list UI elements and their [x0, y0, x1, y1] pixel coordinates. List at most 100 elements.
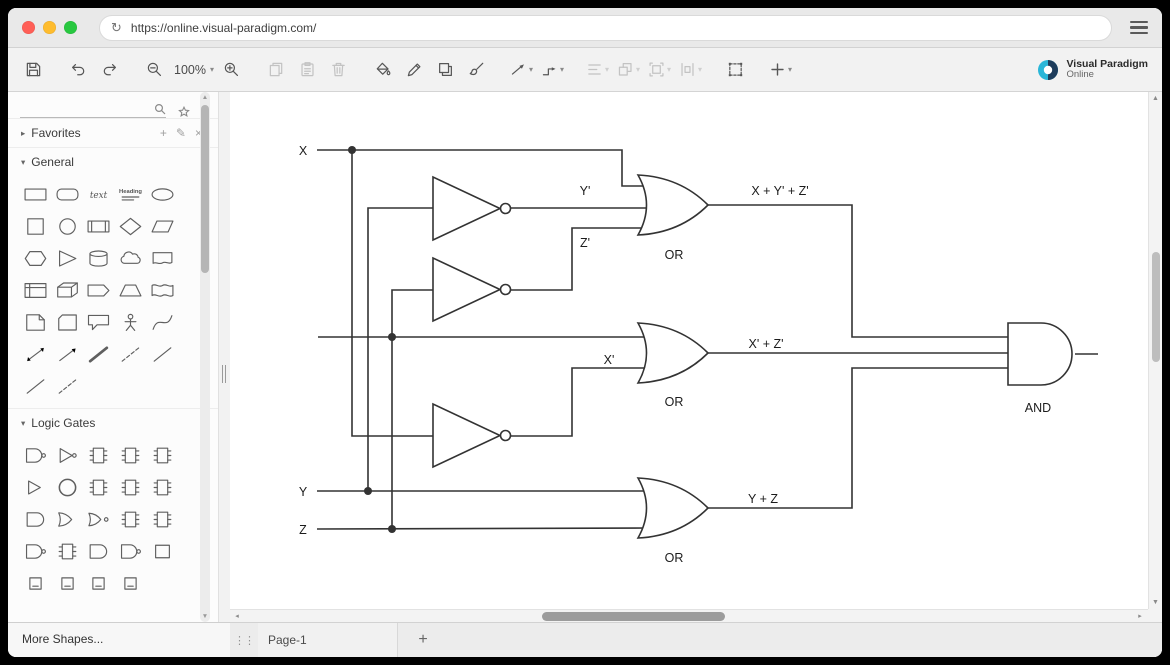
- menu-icon[interactable]: [1130, 20, 1148, 35]
- shape-ic-chip-8[interactable]: [147, 505, 177, 533]
- save-button[interactable]: [20, 56, 47, 83]
- shape-rounded-rectangle[interactable]: [52, 180, 82, 208]
- shape-ic-chip-9[interactable]: [52, 537, 82, 565]
- insert-shape-button[interactable]: ▾: [767, 56, 794, 83]
- shape-rectangle[interactable]: [21, 180, 51, 208]
- circuit-label[interactable]: X: [299, 144, 308, 158]
- line-style-button[interactable]: ▾: [508, 56, 535, 83]
- delete-button[interactable]: [325, 56, 352, 83]
- circuit-label[interactable]: OR: [665, 395, 684, 409]
- shape-ic-chip-1[interactable]: [84, 441, 114, 469]
- wire[interactable]: [317, 149, 650, 187]
- copy-button[interactable]: [263, 56, 290, 83]
- sidebar-resize-handle[interactable]: [222, 365, 226, 383]
- paste-button[interactable]: [294, 56, 321, 83]
- or-gate[interactable]: [636, 322, 710, 384]
- redo-button[interactable]: [96, 56, 123, 83]
- scroll-up-icon[interactable]: ▲: [201, 94, 209, 101]
- search-input[interactable]: [20, 100, 166, 118]
- reload-icon[interactable]: ↻: [111, 20, 122, 35]
- circuit-label[interactable]: AND: [1025, 401, 1051, 415]
- not-gate[interactable]: [432, 256, 502, 323]
- section-logic-gates[interactable]: ▾ Logic Gates: [8, 408, 218, 437]
- shape-nand-gate-3[interactable]: [116, 537, 146, 565]
- zoom-in-button[interactable]: [218, 56, 245, 83]
- circuit-label[interactable]: Z': [580, 236, 590, 250]
- zoom-out-button[interactable]: [141, 56, 168, 83]
- wire[interactable]: [351, 150, 433, 437]
- shape-box-3[interactable]: [84, 569, 114, 597]
- format-painter-button[interactable]: [463, 56, 490, 83]
- shape-line-alt[interactable]: [21, 372, 51, 400]
- shape-ic-chip-3[interactable]: [147, 441, 177, 469]
- shape-cylinder[interactable]: [84, 244, 114, 272]
- minimize-window-button[interactable]: [43, 21, 56, 34]
- shape-actor[interactable]: [116, 308, 146, 336]
- shape-nor-gate[interactable]: [84, 505, 114, 533]
- undo-button[interactable]: [65, 56, 92, 83]
- or-gate[interactable]: [636, 477, 710, 539]
- shape-step[interactable]: [84, 276, 114, 304]
- page-tab[interactable]: Page-1: [258, 623, 398, 657]
- junction-dot[interactable]: [364, 487, 372, 495]
- circuit-label[interactable]: Y: [299, 485, 308, 499]
- distribute-button[interactable]: ▾: [677, 56, 704, 83]
- circuit-label[interactable]: Z: [299, 523, 307, 537]
- shape-not-gate-shape[interactable]: [52, 441, 82, 469]
- section-general[interactable]: ▾ General: [8, 147, 218, 176]
- shape-internal-storage[interactable]: [21, 276, 51, 304]
- shape-cube[interactable]: [52, 276, 82, 304]
- add-favorite-icon[interactable]: +: [159, 126, 167, 140]
- junction-dot[interactable]: [388, 333, 396, 341]
- shadow-button[interactable]: [432, 56, 459, 83]
- wire[interactable]: [708, 367, 1008, 509]
- shape-trapezoid[interactable]: [116, 276, 146, 304]
- shape-and-gate[interactable]: [21, 505, 51, 533]
- scroll-down-icon[interactable]: ▼: [1152, 599, 1159, 606]
- shape-circle[interactable]: [52, 212, 82, 240]
- close-favorites-icon[interactable]: ×: [194, 126, 202, 140]
- shape-curve[interactable]: [147, 308, 177, 336]
- shape-card[interactable]: [52, 308, 82, 336]
- shape-diamond[interactable]: [116, 212, 146, 240]
- fill-color-button[interactable]: [370, 56, 397, 83]
- and-gate[interactable]: [1007, 322, 1073, 386]
- shape-text[interactable]: text: [84, 180, 114, 208]
- circuit-label[interactable]: OR: [665, 551, 684, 565]
- circuit-label[interactable]: OR: [665, 248, 684, 262]
- shape-document[interactable]: [147, 244, 177, 272]
- wire[interactable]: [708, 204, 1008, 338]
- shape-ellipse[interactable]: [147, 180, 177, 208]
- not-gate-bubble[interactable]: [499, 283, 512, 296]
- panel-scrollbar-thumb[interactable]: [201, 105, 209, 273]
- not-gate-bubble[interactable]: [499, 202, 512, 215]
- circuit-label[interactable]: Y + Z: [748, 492, 778, 506]
- shape-nand-gate-2[interactable]: [21, 537, 51, 565]
- shape-note[interactable]: [21, 308, 51, 336]
- select-area-button[interactable]: [722, 56, 749, 83]
- wire[interactable]: [511, 367, 650, 437]
- close-window-button[interactable]: [22, 21, 35, 34]
- circuit-label[interactable]: X + Y' + Z': [751, 184, 808, 198]
- zoom-level-dropdown[interactable]: 100%▾: [172, 56, 214, 83]
- shape-or-gate[interactable]: [52, 505, 82, 533]
- shape-process[interactable]: [84, 212, 114, 240]
- or-gate[interactable]: [636, 174, 710, 236]
- shape-and-gate-2[interactable]: [84, 537, 114, 565]
- wire[interactable]: [511, 227, 650, 291]
- shape-cloud[interactable]: [116, 244, 146, 272]
- shape-dashed-line-2[interactable]: [52, 372, 82, 400]
- shape-ic-chip-2[interactable]: [116, 441, 146, 469]
- not-gate[interactable]: [432, 175, 502, 242]
- position-button[interactable]: ▾: [615, 56, 642, 83]
- junction-dot[interactable]: [388, 525, 396, 533]
- not-gate-bubble[interactable]: [499, 429, 512, 442]
- section-favorites[interactable]: ▸ Favorites +✎×: [8, 118, 218, 147]
- panel-options-icon[interactable]: [178, 106, 190, 118]
- address-bar[interactable]: ↻ https://online.visual-paradigm.com/: [99, 14, 1112, 41]
- shape-heading[interactable]: Heading: [116, 180, 146, 208]
- shape-small-box[interactable]: [147, 537, 177, 565]
- junction-dot[interactable]: [348, 146, 356, 154]
- wire[interactable]: [367, 207, 433, 491]
